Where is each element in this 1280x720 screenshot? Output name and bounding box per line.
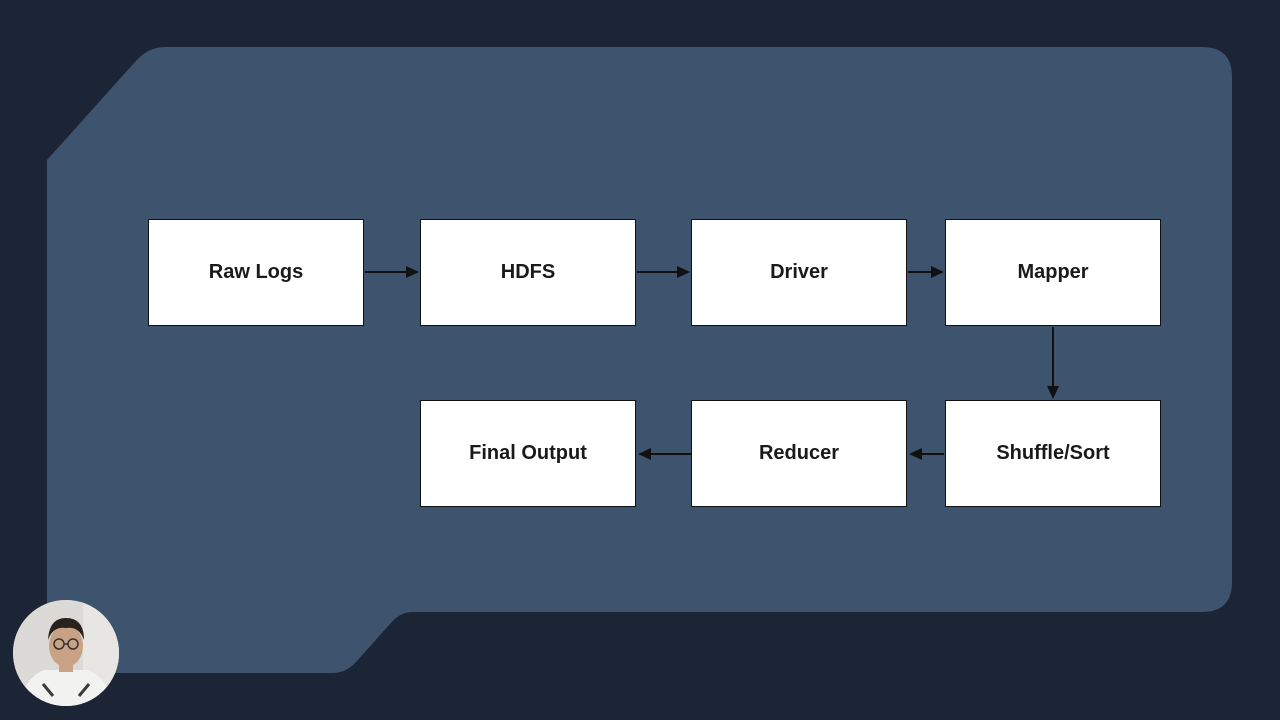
edge-reducer-to-final-output xyxy=(638,448,691,460)
node-hdfs: HDFS xyxy=(420,219,636,326)
diagram-edges xyxy=(365,266,1059,460)
panel-shape xyxy=(47,47,1232,673)
node-mapper: Mapper xyxy=(945,219,1161,326)
node-label: Final Output xyxy=(469,442,587,464)
presenter-avatar xyxy=(13,600,119,706)
edge-raw-logs-to-hdfs xyxy=(365,266,419,278)
node-final-output: Final Output xyxy=(420,400,636,507)
edge-driver-to-mapper xyxy=(908,266,944,278)
node-shuffle-sort: Shuffle/Sort xyxy=(945,400,1161,507)
presenter-webcam xyxy=(13,600,119,706)
node-label: Raw Logs xyxy=(208,261,304,283)
node-label: HDFS xyxy=(500,261,556,283)
node-label: Driver xyxy=(770,261,828,283)
edge-mapper-to-shuffle-sort xyxy=(1047,327,1059,399)
node-driver: Driver xyxy=(691,219,907,326)
node-label: Shuffle/Sort xyxy=(996,442,1110,464)
node-label: Reducer xyxy=(758,442,840,464)
node-label: Mapper xyxy=(1017,261,1089,283)
node-raw-logs: Raw Logs xyxy=(148,219,364,326)
node-reducer: Reducer xyxy=(691,400,907,507)
edge-shuffle-sort-to-reducer xyxy=(909,448,944,460)
edge-hdfs-to-driver xyxy=(637,266,690,278)
